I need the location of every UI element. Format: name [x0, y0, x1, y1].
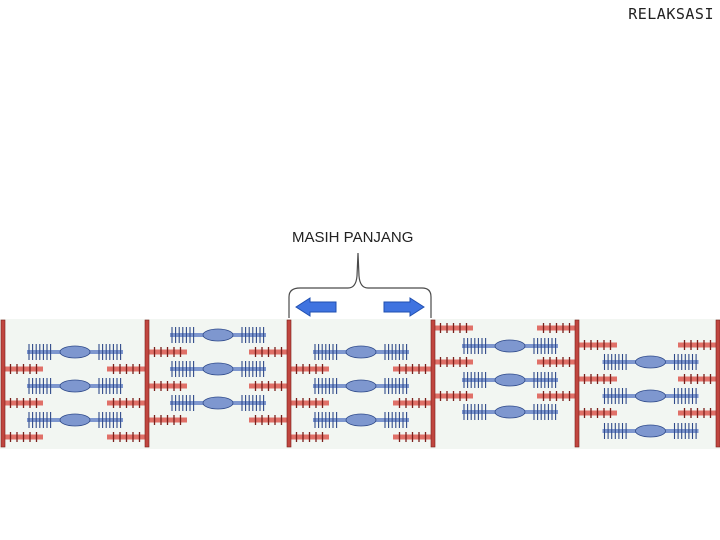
actin-filament [4, 364, 43, 374]
actin-filament [678, 374, 717, 384]
actin-filament [537, 391, 576, 401]
actin-filament [107, 364, 146, 374]
myosin-filament [27, 344, 123, 360]
z-disc [286, 319, 292, 448]
actin-filament [393, 364, 432, 374]
sarcomere [148, 327, 288, 425]
myosin-filament [313, 412, 409, 428]
actin-filament [148, 381, 187, 391]
z-disc [0, 319, 6, 448]
actin-filament [678, 340, 717, 350]
actin-filament [249, 381, 288, 391]
actin-filament [290, 364, 329, 374]
actin-filament [107, 432, 146, 442]
myosin-filament [462, 404, 558, 420]
arrow-left-icon [295, 297, 337, 317]
actin-filament [249, 347, 288, 357]
actin-filament [537, 323, 576, 333]
actin-filament [4, 398, 43, 408]
page-title: RELAKSASI [628, 5, 714, 23]
z-disc [715, 319, 720, 448]
actin-filament [4, 432, 43, 442]
actin-filament [290, 398, 329, 408]
actin-filament [148, 415, 187, 425]
actin-filament [393, 398, 432, 408]
actin-filament [290, 432, 329, 442]
actin-filament [434, 323, 473, 333]
z-disc [144, 319, 150, 448]
myosin-filament [602, 423, 699, 439]
actin-filament [107, 398, 146, 408]
arrow-right-icon [383, 297, 425, 317]
myosin-filament [170, 327, 266, 343]
myosin-filament [27, 378, 123, 394]
myosin-filament [170, 395, 266, 411]
myosin-filament [462, 372, 558, 388]
myosin-filament [313, 378, 409, 394]
sarcomere [434, 323, 576, 420]
actin-filament [393, 432, 432, 442]
myosin-filament [602, 354, 699, 370]
actin-filament [148, 347, 187, 357]
myosin-filament [602, 388, 699, 404]
myosin-filament [170, 361, 266, 377]
actin-filament [537, 357, 576, 367]
actin-filament [434, 391, 473, 401]
sarcomere-bracket [288, 252, 432, 318]
actin-filament [578, 340, 617, 350]
myosin-filament [313, 344, 409, 360]
actin-filament [434, 357, 473, 367]
sarcomere [578, 340, 717, 439]
myosin-filament [27, 412, 123, 428]
myosin-filament [462, 338, 558, 354]
actin-filament [578, 408, 617, 418]
sarcomere [4, 344, 146, 442]
actin-filament [249, 415, 288, 425]
sarcomere [290, 344, 432, 442]
actin-filament [678, 408, 717, 418]
z-disc [574, 319, 580, 448]
actin-filament [578, 374, 617, 384]
sarcomere-length-label: MASIH PANJANG [292, 229, 414, 246]
z-disc [430, 319, 436, 448]
